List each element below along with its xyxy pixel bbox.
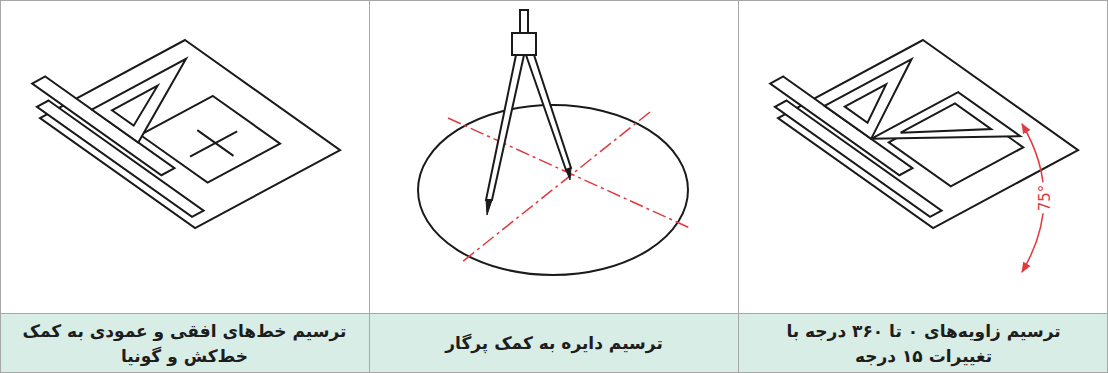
- table-cell: ترسیم زاویه‌های ۰ تا ۳۶۰ درجه با تغییرات…: [739, 314, 1108, 373]
- table-cell: ترسیم خط‌های افقی و عمودی به کمک خط‌کش و…: [0, 314, 369, 373]
- drawing-board: [747, 18, 1078, 228]
- angle-label: 75°: [1038, 183, 1053, 214]
- caption-row: [0, 313, 1108, 373]
- table-cell: ترسیم دایره به کمک پرگار: [370, 314, 738, 373]
- compass-figure: [418, 10, 690, 275]
- drawing-board: [9, 18, 340, 228]
